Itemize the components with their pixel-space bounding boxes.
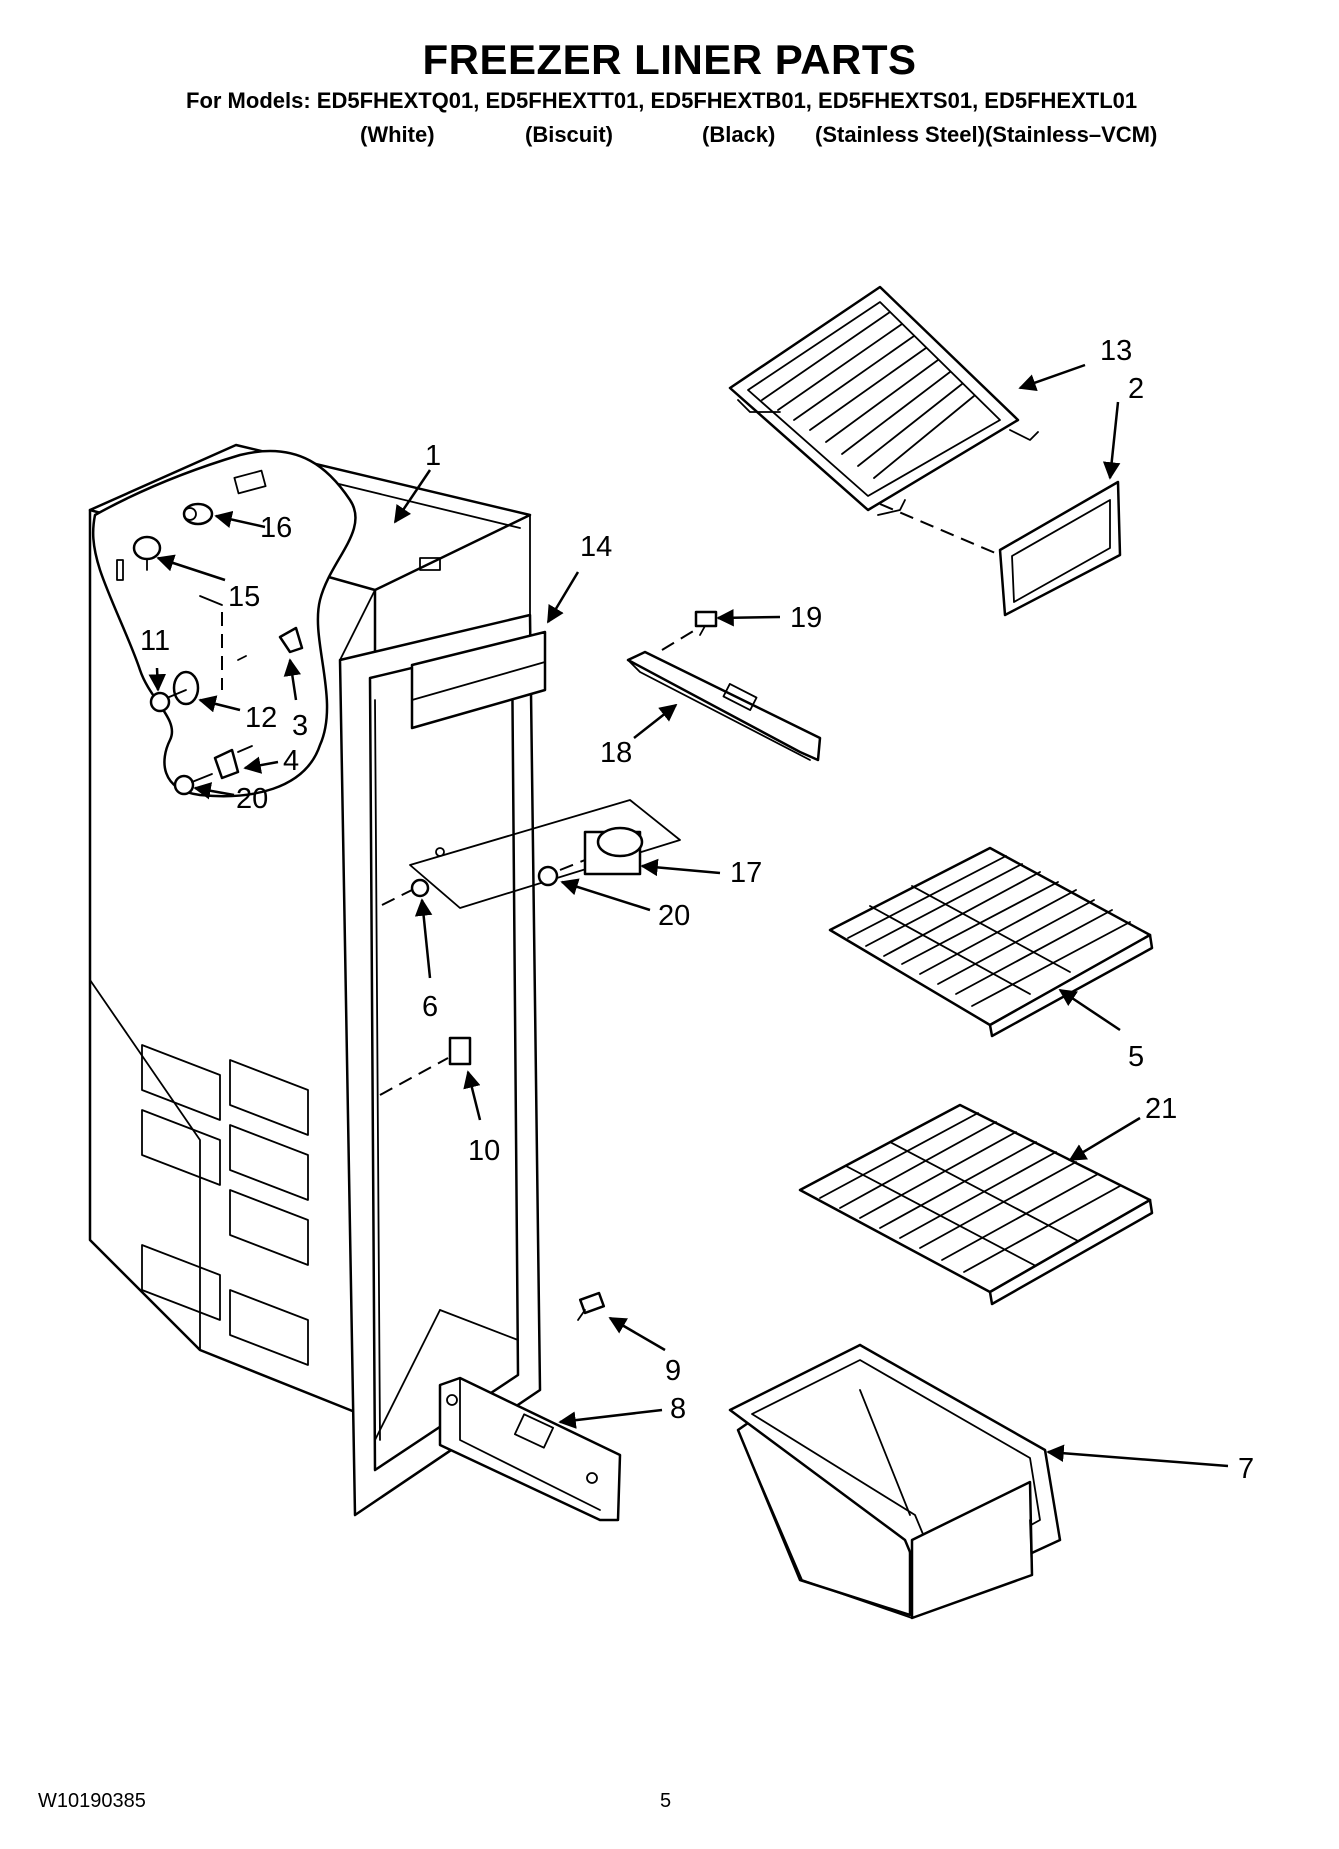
part-7-storage-bin bbox=[728, 1343, 1062, 1620]
variant-biscuit: (Biscuit) bbox=[525, 122, 613, 147]
control-plate bbox=[409, 799, 681, 909]
part-16-damper-icon bbox=[182, 502, 214, 526]
callout-17: 17 bbox=[730, 857, 762, 889]
callout-20a: 20 bbox=[236, 783, 268, 815]
callout-4: 4 bbox=[283, 745, 299, 777]
part-11-screw-icon bbox=[149, 691, 171, 713]
variant-white: (White) bbox=[360, 122, 435, 147]
callout-11: 11 bbox=[140, 625, 170, 657]
part-9-screw-icon bbox=[577, 1291, 606, 1321]
part-15-bulb-icon bbox=[132, 535, 162, 561]
callout-15: 15 bbox=[228, 581, 260, 613]
side-vent-panels bbox=[141, 1044, 309, 1366]
callout-9: 9 bbox=[665, 1355, 681, 1387]
callout-20b: 20 bbox=[658, 900, 690, 932]
cutaway-parts bbox=[116, 469, 304, 796]
cutaway-view bbox=[91, 449, 357, 798]
callout-16: 16 bbox=[260, 512, 292, 544]
part-6-screw-icon bbox=[410, 878, 430, 898]
callout-6: 6 bbox=[422, 991, 438, 1023]
callout-8: 8 bbox=[670, 1393, 686, 1425]
model-list: For Models: ED5FHEXTQ01, ED5FHEXTT01, ED… bbox=[186, 88, 1138, 113]
part-8-cover bbox=[438, 1376, 622, 1522]
part-10-switch-icon bbox=[448, 1036, 472, 1066]
part-20b-screw-icon bbox=[537, 865, 559, 887]
callout-2: 2 bbox=[1128, 373, 1144, 405]
page-number: 5 bbox=[660, 1790, 672, 1812]
part-21-wire-shelf bbox=[798, 1103, 1154, 1306]
part-18-rail bbox=[626, 650, 822, 762]
callout-12: 12 bbox=[245, 702, 277, 734]
part-13-shelf-frame bbox=[728, 285, 1039, 516]
document-code: W10190385 bbox=[38, 1790, 146, 1812]
callout-10: 10 bbox=[468, 1135, 500, 1167]
page-title: FREEZER LINER PARTS bbox=[422, 36, 917, 83]
variant-black: (Black) bbox=[702, 122, 776, 147]
callout-19: 19 bbox=[790, 602, 822, 634]
part-5-wire-shelf bbox=[828, 846, 1154, 1038]
callout-arrows bbox=[148, 363, 1229, 1468]
part-4-bracket-icon bbox=[213, 748, 240, 780]
part-3-clip-icon bbox=[278, 626, 304, 654]
callout-1: 1 bbox=[425, 440, 441, 472]
callout-21: 21 bbox=[1145, 1093, 1177, 1125]
callout-3: 3 bbox=[292, 710, 308, 742]
callout-7: 7 bbox=[1238, 1453, 1254, 1485]
shelf-support-bracket bbox=[410, 630, 547, 730]
part-19-screw-icon bbox=[694, 610, 718, 636]
part-12-grommet-icon bbox=[172, 670, 200, 706]
part-2-glass-insert bbox=[998, 480, 1122, 617]
callout-14: 14 bbox=[580, 531, 612, 563]
part-20-screw-icon bbox=[173, 774, 195, 796]
callout-5: 5 bbox=[1128, 1041, 1144, 1073]
callout-18: 18 bbox=[600, 737, 632, 769]
callout-13: 13 bbox=[1100, 335, 1132, 367]
variant-stainless: (Stainless Steel)(Stainless–VCM) bbox=[815, 122, 1158, 147]
